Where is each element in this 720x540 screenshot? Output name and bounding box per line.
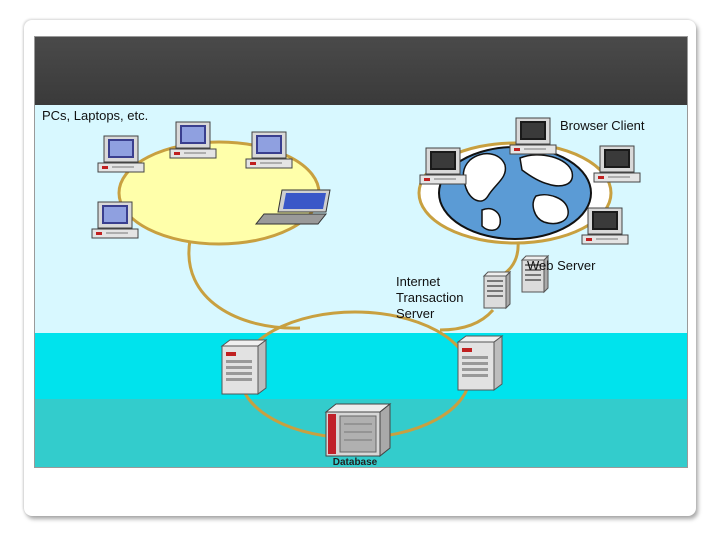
database-icon	[324, 402, 392, 458]
its-label-line3: Server	[396, 306, 435, 321]
server-icon	[483, 271, 511, 309]
connection-lines	[187, 239, 520, 332]
browser-client-label: Browser Client	[560, 118, 645, 133]
pcs-label: PCs, Laptops, etc.	[42, 108, 149, 123]
desktop-pc-icon	[581, 207, 629, 245]
header-band	[35, 37, 687, 105]
desktop-pc-icon	[97, 135, 145, 173]
its-label-line2: Transaction	[396, 290, 464, 305]
desktop-pc-icon	[169, 121, 217, 159]
desktop-pc-icon	[419, 147, 467, 185]
desktop-pc-icon	[91, 201, 139, 239]
database-label: Database	[332, 457, 378, 468]
globe-icon	[438, 146, 592, 240]
desktop-pc-icon	[245, 131, 293, 169]
desktop-pc-icon	[509, 117, 557, 155]
server-zone-band	[35, 333, 687, 399]
its-label-line1: Internet	[396, 274, 441, 289]
server-icon	[457, 335, 503, 391]
desktop-pc-icon	[593, 145, 641, 183]
web-server-label: Web Server	[527, 258, 596, 273]
lan-to-backbone-line	[187, 239, 301, 330]
laptop-icon	[254, 189, 331, 225]
server-icon	[221, 339, 267, 395]
webserver-to-backbone-line	[439, 308, 495, 332]
